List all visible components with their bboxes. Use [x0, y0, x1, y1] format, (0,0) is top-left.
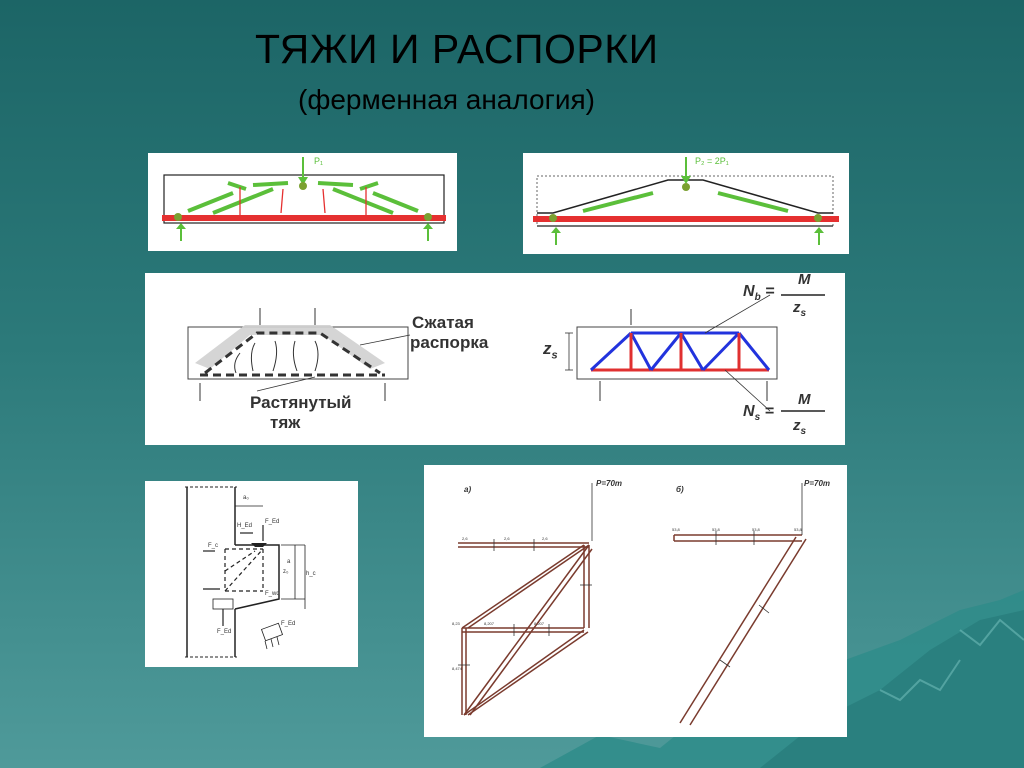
corbel-label-z0: z₀	[283, 569, 289, 575]
truss-b-load-label: P=70т	[804, 479, 831, 488]
slide-subtitle: (ферменная аналогия)	[298, 84, 595, 115]
zs-label: zs	[543, 339, 558, 362]
tie-label-line1: Растянутый	[250, 393, 352, 412]
haunched-beam-diagram: P₂ = 2P₁	[523, 153, 849, 254]
corbel-label-a0: a₀	[243, 495, 249, 501]
tie-label-line2: тяж	[270, 413, 301, 432]
strut-label-line2: распорка	[410, 333, 489, 352]
svg-text:2,6: 2,6	[504, 536, 510, 541]
svg-text:53,8: 53,8	[672, 527, 681, 532]
corbel-label-fed-detail: F_Ed	[281, 621, 296, 627]
nb-formula: Nb =	[743, 283, 775, 304]
corbel-figure	[185, 486, 306, 658]
corbel-label-fed-bottom: F_Ed	[217, 629, 232, 635]
ns-numerator: M	[798, 391, 811, 408]
truss-b-label: б)	[676, 485, 684, 494]
beam-arch-figure	[162, 157, 446, 241]
svg-text:8,474: 8,474	[452, 666, 463, 671]
strut-label-line1: Сжатая	[412, 313, 474, 332]
truss-a-load-label: P=70т	[596, 479, 623, 488]
ns-denominator: zs	[793, 417, 807, 437]
corbel-label-hc: h_c	[306, 571, 316, 577]
corbel-diagram: a₀ H_Ed F_Ed F_c a z₀ h_c F_wd F_Ed F_Ed	[145, 481, 358, 667]
svg-text:2,6: 2,6	[542, 536, 548, 541]
svg-text:8,207: 8,207	[534, 621, 545, 626]
corbel-label-fed-top: F_Ed	[265, 519, 280, 525]
svg-text:53,8: 53,8	[752, 527, 761, 532]
ns-formula: Ns =	[743, 403, 774, 424]
corbel-label-fwd: F_wd	[265, 591, 280, 597]
corbel-label-fc: F_c	[208, 543, 219, 549]
corbel-label-a: a	[287, 559, 291, 565]
svg-text:8,23: 8,23	[452, 621, 461, 626]
corbel-label-hed: H_Ed	[237, 523, 253, 529]
truss-a-label: а)	[464, 485, 472, 494]
beam-arch-diagram: P₁	[148, 153, 457, 251]
svg-text:2,6: 2,6	[462, 536, 468, 541]
strut-tie-truss-diagram: Сжатая распорка Растянутый тяж zs Nb = M…	[145, 271, 845, 445]
svg-text:8,207: 8,207	[484, 621, 495, 626]
nb-numerator: M	[798, 271, 811, 288]
haunched-beam-figure	[533, 157, 839, 245]
slide-title: ТЯЖИ И РАСПОРКИ	[255, 26, 659, 72]
strut-tie-figure	[187, 294, 825, 412]
svg-text:53,8: 53,8	[712, 527, 721, 532]
load-label-p2: P₂ = 2P₁	[695, 156, 729, 166]
nb-denominator: zs	[793, 299, 807, 319]
load-label-p1: P₁	[314, 156, 324, 166]
svg-text:53,8: 53,8	[794, 527, 803, 532]
